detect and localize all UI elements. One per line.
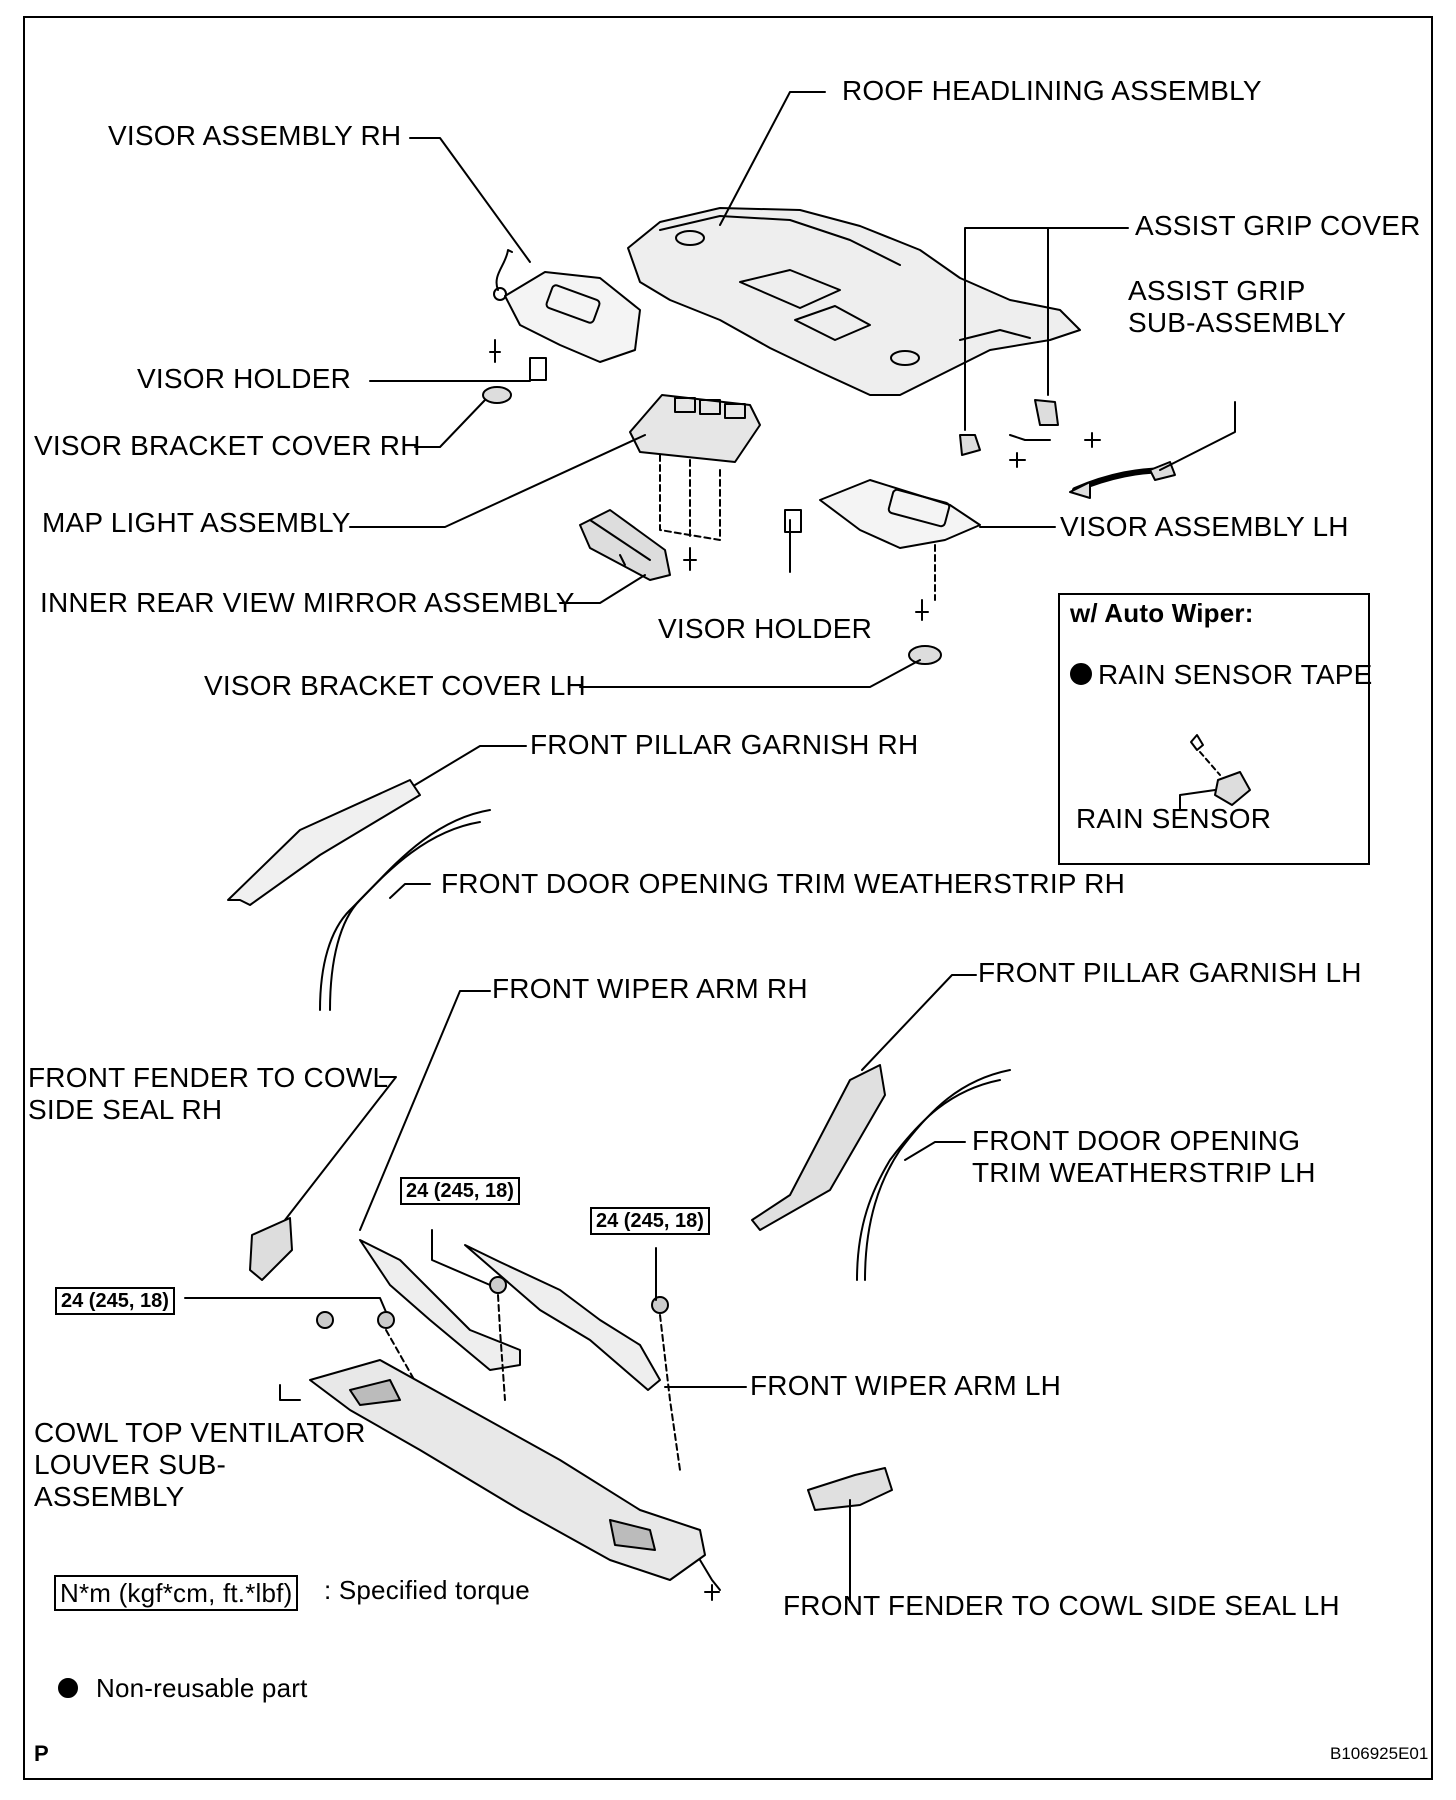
label-assist-grip-sub: ASSIST GRIP SUB-ASSEMBLY (1128, 275, 1347, 338)
nonreusable-bullet-icon (58, 1678, 78, 1698)
cowl-louver-part (309, 1359, 721, 1601)
roof-headlining-part (627, 207, 1081, 396)
legend-torque-text: : Specified torque (324, 1575, 530, 1605)
inset-rain-sensor-tape: RAIN SENSOR TAPE (1098, 659, 1373, 690)
inset-rain-sensor: RAIN SENSOR (1076, 803, 1272, 834)
label-map-light: MAP LIGHT ASSEMBLY (42, 507, 351, 538)
torque-box-2: 24 (245, 18) (590, 1207, 710, 1235)
label-cowl-louver: COWL TOP VENTILATOR LOUVER SUB-ASSEMBLY (34, 1417, 366, 1512)
inset-bullet-icon (1070, 663, 1092, 685)
label-door-trim-lh: FRONT DOOR OPENING TRIM WEATHERSTRIP LH (972, 1125, 1316, 1188)
fender-seal-rh-part (249, 1217, 293, 1281)
torque-box-1: 24 (245, 18) (400, 1177, 520, 1205)
legend-torque-box: N*m (kgf*cm, ft.*lbf) (54, 1575, 299, 1611)
label-inner-mirror: INNER REAR VIEW MIRROR ASSEMBLY (40, 587, 575, 618)
label-visor-holder-1: VISOR HOLDER (137, 363, 351, 394)
label-front-pillar-lh: FRONT PILLAR GARNISH LH (978, 957, 1362, 988)
assist-grip-part (959, 399, 1176, 499)
inner-mirror-part (579, 509, 671, 581)
torque-box-3: 24 (245, 18) (55, 1287, 175, 1315)
label-wiper-arm-lh: FRONT WIPER ARM LH (750, 1370, 1062, 1401)
diagram-frame (23, 16, 1433, 1780)
fender-seal-lh-part (807, 1467, 893, 1511)
label-visor-holder-2: VISOR HOLDER (658, 613, 872, 644)
label-visor-assembly-lh: VISOR ASSEMBLY LH (1060, 511, 1349, 542)
footer-figure-code: B106925E01 (1330, 1744, 1429, 1763)
label-visor-bracket-cover-rh: VISOR BRACKET COVER RH (34, 430, 421, 461)
footer-page-letter: P (34, 1741, 49, 1766)
label-front-pillar-rh: FRONT PILLAR GARNISH RH (530, 729, 919, 760)
label-visor-assembly-rh: VISOR ASSEMBLY RH (108, 120, 402, 151)
pillar-lh-part (751, 1064, 1011, 1281)
auto-wiper-inset: w/ Auto Wiper: RAIN SENSOR TAPE RAIN SEN… (1058, 593, 1373, 865)
inset-title: w/ Auto Wiper: (1070, 598, 1254, 628)
label-assist-grip-cover: ASSIST GRIP COVER (1135, 210, 1421, 241)
label-visor-bracket-cover-lh: VISOR BRACKET COVER LH (204, 670, 586, 701)
pillar-rh-part (227, 779, 491, 1011)
visor-assembly-rh-part (482, 249, 641, 404)
label-fender-seal-rh: FRONT FENDER TO COWL SIDE SEAL RH (28, 1062, 388, 1125)
label-fender-seal-lh: FRONT FENDER TO COWL SIDE SEAL LH (783, 1590, 1340, 1621)
label-door-trim-rh: FRONT DOOR OPENING TRIM WEATHERSTRIP RH (441, 868, 1125, 899)
legend-nonreusable-text: Non-reusable part (96, 1673, 308, 1703)
leader-lines (184, 91, 1236, 1603)
map-light-part (629, 394, 761, 571)
label-roof-headlining: ROOF HEADLINING ASSEMBLY (842, 75, 1262, 106)
rain-sensor-illustration (1179, 734, 1251, 811)
visor-assembly-lh-part (784, 479, 981, 665)
wiper-arms-part (316, 1239, 681, 1471)
label-wiper-arm-rh: FRONT WIPER ARM RH (492, 973, 808, 1004)
